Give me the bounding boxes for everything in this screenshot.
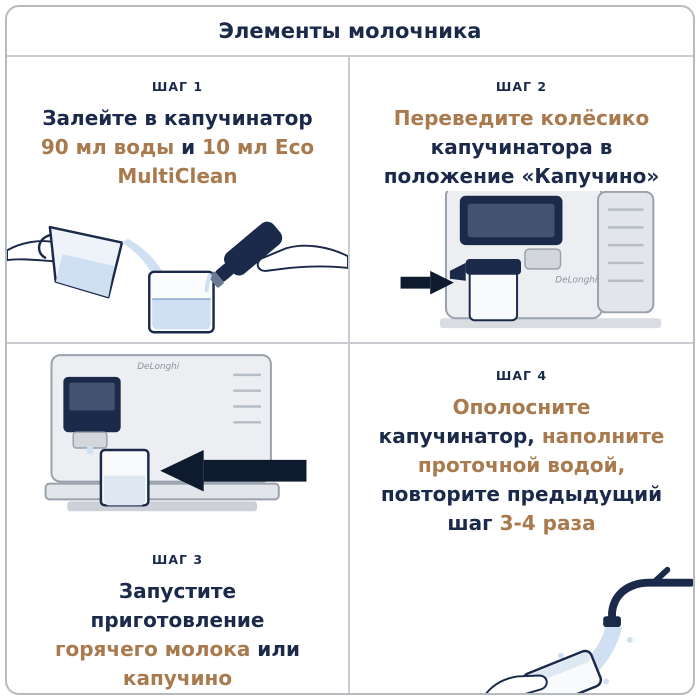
milk-stream (86, 446, 93, 454)
step-3-panel: DeLonghi (7, 344, 350, 693)
machine-side-vents (232, 373, 261, 424)
heading-segment: повторите предыдущий шаг (380, 482, 663, 535)
infographic-frame: Элементы молочника ШАГ 1 Залейте в капуч… (5, 5, 695, 695)
rinsing-illustration (350, 538, 693, 693)
machine-display (459, 195, 562, 246)
step-4-label: ШАГ 4 (495, 368, 548, 383)
coffee-spout (72, 431, 108, 449)
heading-segment: Ополосните (452, 395, 591, 419)
coffee-spout (523, 248, 561, 270)
heading-segment: 90 мл воды (40, 135, 175, 159)
heading-segment: капучинатора в положение «Капучино» (383, 135, 660, 188)
heading-segment: 3-4 раза (499, 511, 596, 535)
bottle-drip (204, 273, 212, 293)
pouring-illustration-svg (7, 221, 348, 334)
big-arrow-icon (159, 449, 306, 492)
heading-segment: капучинатор, (378, 424, 542, 448)
drip-tray (44, 482, 280, 501)
heading-segment: капучино (122, 666, 233, 690)
hand (485, 674, 548, 693)
page-title: Элементы молочника (218, 19, 482, 43)
brand-logo-text: DeLonghi (137, 362, 180, 372)
frother-container (148, 270, 215, 334)
machine-base (66, 501, 257, 512)
heading-segment: и (174, 135, 203, 159)
heading-segment: 10 мл Eco MultiClean (117, 135, 315, 188)
water-jug (37, 225, 124, 299)
machine-side-vents (596, 191, 654, 314)
step-3-heading: Запустите приготовление горячего молока … (38, 577, 318, 693)
step-2-panel: ШАГ 2 Переведите колёсико капучинатора в… (350, 57, 693, 344)
heading-segment: Запустите приготовление (90, 579, 265, 632)
heading-segment: Переведите колёсико (393, 106, 650, 130)
step-4-heading: Ополосните капучинатор, наполните проточ… (376, 393, 668, 538)
step-3-label: ШАГ 3 (151, 552, 204, 567)
heading-segment: Залейте в капучинатор (42, 106, 313, 130)
machine-glass-illustration-svg: DeLonghi (44, 354, 306, 512)
step-1-panel: ШАГ 1 Залейте в капучинатор 90 мл воды и… (7, 57, 350, 344)
eco-multiclean-bottle (208, 221, 283, 288)
heading-segment: или (250, 637, 300, 661)
arrow-icon (400, 270, 454, 295)
brand-logo-text: DeLonghi (555, 276, 598, 286)
step-4-panel: ШАГ 4 Ополосните капучинатор, наполните … (350, 344, 693, 693)
step-2-heading: Переведите колёсико капучинатора в полож… (372, 104, 672, 191)
step-1-label: ШАГ 1 (151, 79, 204, 94)
milk-carafe (449, 258, 521, 322)
step-2-label: ШАГ 2 (495, 79, 548, 94)
milk-glass (99, 448, 150, 507)
faucet (603, 566, 693, 628)
machine-display (62, 376, 121, 433)
rinsing-illustration-svg (485, 566, 693, 693)
header: Элементы молочника (7, 7, 693, 57)
right-hand (256, 244, 348, 272)
step-1-heading: Залейте в капучинатор 90 мл воды и 10 мл… (25, 104, 330, 191)
steps-grid: ШАГ 1 Залейте в капучинатор 90 мл воды и… (7, 57, 693, 693)
machine-knob-illustration-svg: DeLonghi (400, 191, 661, 329)
heading-segment: горячего молока (55, 637, 251, 661)
machine-glass-illustration: DeLonghi (7, 350, 348, 546)
heading-segment: наполните проточной водой, (417, 424, 665, 477)
machine-knob-illustration: DeLonghi (350, 191, 693, 342)
pouring-illustration (7, 191, 348, 342)
